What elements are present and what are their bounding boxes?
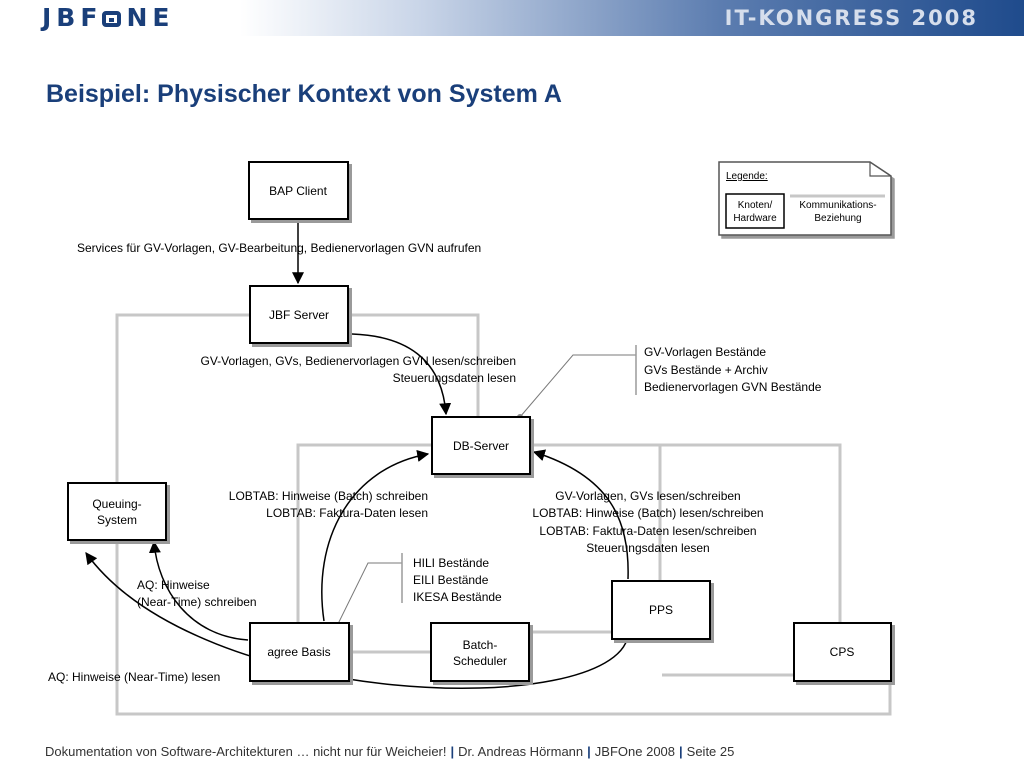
node-label-agree: agree Basis [267,645,330,659]
footer-separator: | [679,744,683,759]
node-agree-basis [249,622,350,682]
arrow-agree-queuing [148,540,249,641]
node-bap-client [248,161,349,220]
node-pps [611,580,711,640]
legend-node-2: Hardware [733,213,777,224]
label-pps-db-4: Steuerungsdaten lesen [586,541,709,555]
footer-separator: | [450,744,455,759]
label-jbf-db-1: GV-Vorlagen, GVs, Bedienervorlagen GVN l… [200,354,516,368]
label-aq-write-1: AQ: Hinweise [137,578,210,592]
label-bap-services: Services für GV-Vorlagen, GV-Bearbeitung… [77,241,481,255]
line-bottom-bus [115,540,892,716]
logo-o-mark [102,11,122,27]
arrows [85,220,629,690]
label-jbf-db-2: Steuerungsdaten lesen [393,371,516,385]
node-label-db: DB-Server [453,439,509,453]
legend-node-1: Knoten/ [738,200,773,211]
node-batch-scheduler [430,622,530,682]
legend-title: Legende: [726,171,768,182]
arrow-jbf-db [351,333,452,416]
node-label-batch-2: Scheduler [453,654,507,668]
footer-doc: Dokumentation von Software-Architekturen… [45,744,447,759]
note-agree-1: HILI Bestände [413,556,489,570]
footer-author: Dr. Andreas Hörmann [458,744,584,759]
label-pps-db-3: LOBTAB: Faktura-Daten lesen/schreiben [539,524,756,538]
legend-fold [869,162,891,177]
node-label-batch-1: Batch- [463,638,498,652]
arrow-pps-queuing [85,552,629,690]
line-agree-db [296,443,432,622]
label-pps-db-2: LOBTAB: Hinweise (Batch) lesen/schreiben [532,506,763,520]
page-title: Beispiel: Physischer Kontext von System … [46,80,562,108]
label-aq-read: AQ: Hinweise (Near-Time) lesen [48,670,220,684]
node-cps [793,622,892,682]
note-agree-2: EILI Bestände [413,573,489,587]
header-banner [0,0,1024,36]
leader-agree-note [335,562,402,629]
label-aq-write-2: (Near-Time) schreiben [137,595,257,609]
note-agree-3: IKESA Bestände [413,590,502,604]
footer-separator: | [587,744,591,759]
label-agree-db-2: LOBTAB: Faktura-Daten lesen [266,506,428,520]
node-label-queuing-2: System [97,513,137,527]
leader-db-note [519,354,636,418]
label-agree-db-1: LOBTAB: Hinweise (Batch) schreiben [229,489,428,503]
node-label-cps: CPS [830,645,855,659]
note-db-3: Bedienervorlagen GVN Bestände [644,380,822,394]
node-label-jbf: JBF Server [269,308,329,322]
node-queuing-system [67,482,167,541]
line-db-cps [530,443,842,622]
node-label-queuing-1: Queuing- [92,497,141,511]
footer-event: JBFOne 2008 [594,744,676,759]
arrow-pps-db [532,449,629,580]
note-leaders [335,354,636,629]
note-db-1: GV-Vorlagen Bestände [644,345,766,359]
line-queuing-jbf [115,313,250,483]
node-label-pps: PPS [649,603,673,617]
legend-relation-1: Kommunikations- [799,200,876,211]
legend-node-sample [725,193,785,229]
legend-relation-2: Beziehung [814,213,861,224]
node-db-server [431,416,531,475]
footer-page: Seite 25 [686,744,735,759]
nodes [67,161,892,682]
line-jbf-db [348,313,480,417]
node-jbf-server [249,285,349,344]
arrow-agree-db [321,450,430,622]
label-pps-db-1: GV-Vorlagen, GVs lesen/schreiben [555,489,740,503]
congress-label: IT-KONGRESS 2008 [724,6,978,30]
note-db-2: GVs Bestände + Archiv [644,363,768,377]
communication-lines [115,313,892,716]
node-label-bap: BAP Client [269,184,327,198]
footer: Dokumentation von Software-Architekturen… [45,744,734,759]
legend: Legende: Knoten/ Hardware Kommunikations… [718,161,892,236]
